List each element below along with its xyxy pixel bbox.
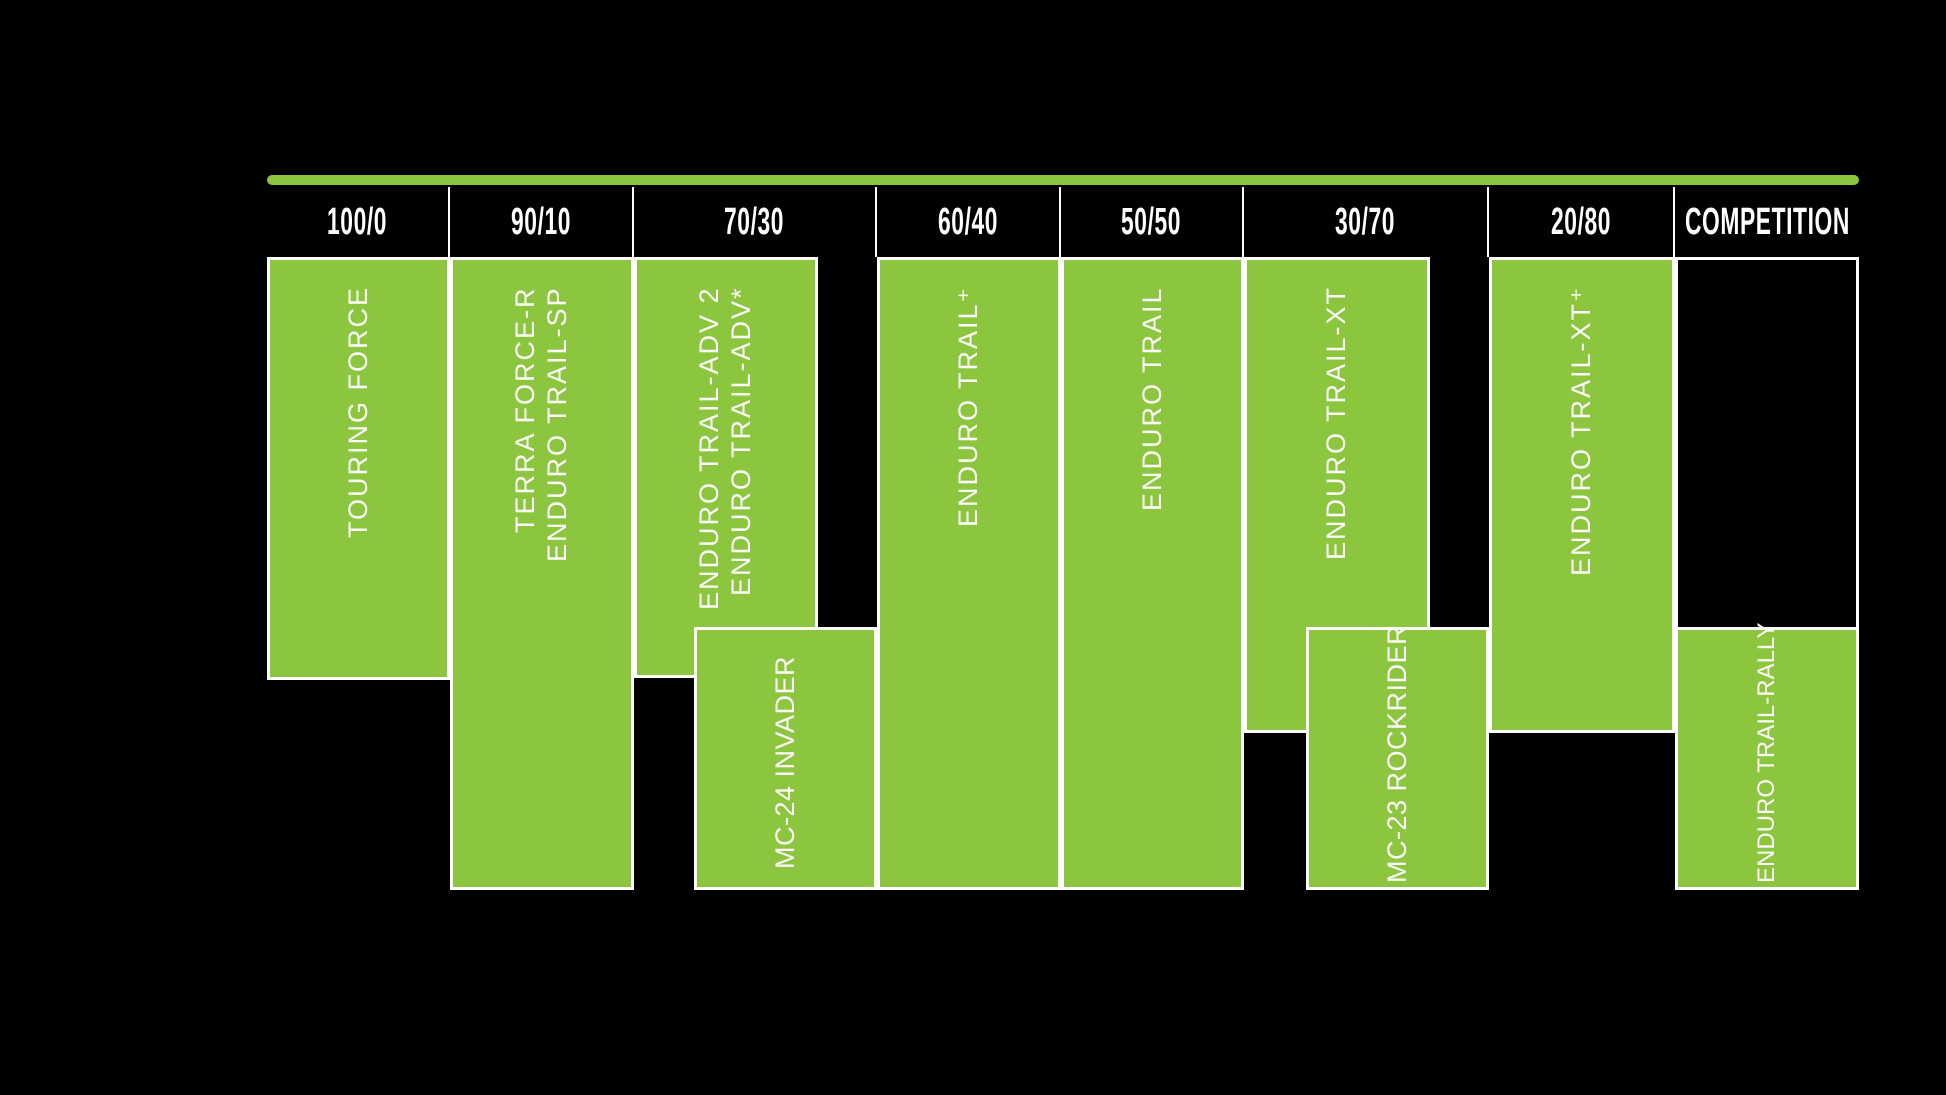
block-enduro-trail-xt-plus: ENDURO TRAIL-XT⁺ [1489, 257, 1675, 733]
block-label: ENDURO TRAIL⁺ [953, 286, 985, 883]
block-enduro-trail-rally: ENDURO TRAIL-RALLY [1675, 622, 1859, 890]
block-label: TOURING FORCE [343, 286, 375, 673]
header-label-60-40: 60/40 [937, 200, 999, 243]
block-label-line: ENDURO TRAIL⁺ [953, 286, 984, 527]
block-label: ENDURO TRAIL-XT⁺ [1566, 286, 1598, 726]
block-label-line: ENDURO TRAIL [1136, 286, 1167, 511]
block-label-line: ENDURO TRAIL-SP [542, 286, 572, 562]
block-label-line: ENDURO TRAIL-XT⁺ [1566, 286, 1597, 577]
header-label-20-80: 20/80 [1550, 200, 1612, 243]
header-label-50-50: 50/50 [1121, 200, 1182, 243]
block-label: MC-23 ROCKRIDER [1381, 624, 1414, 883]
header-cell-50-50: 50/50 [1061, 187, 1244, 257]
block-label-line: TERRA FORCE-R [510, 286, 541, 533]
header-cell-60-40: 60/40 [877, 187, 1061, 257]
block-label-line: ENDURO TRAIL-ADV 2 [694, 286, 725, 610]
header-cell-30-70: 30/70 [1244, 187, 1489, 257]
block-label: ENDURO TRAIL-RALLY [1752, 622, 1781, 883]
block-label-line: MC-23 ROCKRIDER [1381, 624, 1412, 883]
header-cell-20-80: 20/80 [1489, 187, 1675, 257]
header-label-70-30: 70/30 [724, 200, 785, 243]
accent-bar [267, 175, 1859, 185]
header-cell-competition: COMPETITION [1675, 187, 1859, 257]
block-mc-24-invader: MC-24 INVADER [694, 627, 877, 890]
block-label-line: ENDURO TRAIL-RALLY [1752, 622, 1780, 883]
header-label-90-10: 90/10 [510, 200, 572, 243]
header-label-100-0: 100/0 [327, 200, 388, 243]
block-label: MC-24 INVADER [770, 656, 802, 883]
header-cell-70-30: 70/30 [634, 187, 877, 257]
block-touring-force: TOURING FORCE [267, 257, 450, 680]
block-label-line: TOURING FORCE [342, 286, 373, 539]
header-label-30-70: 30/70 [1335, 200, 1396, 243]
block-label: ENDURO TRAIL [1137, 286, 1169, 883]
header-cell-90-10: 90/10 [450, 187, 634, 257]
block-enduro-trail: ENDURO TRAIL [1061, 257, 1244, 890]
block-enduro-trail-plus: ENDURO TRAIL⁺ [877, 257, 1061, 890]
block-label-line: MC-24 INVADER [769, 656, 800, 870]
block-mc-23-rockrider: MC-23 ROCKRIDER [1306, 624, 1489, 890]
header-label-competition: COMPETITION [1684, 200, 1850, 243]
header-cell-100-0: 100/0 [267, 187, 450, 257]
block-label-line: ENDURO TRAIL-ADV* [726, 286, 756, 596]
